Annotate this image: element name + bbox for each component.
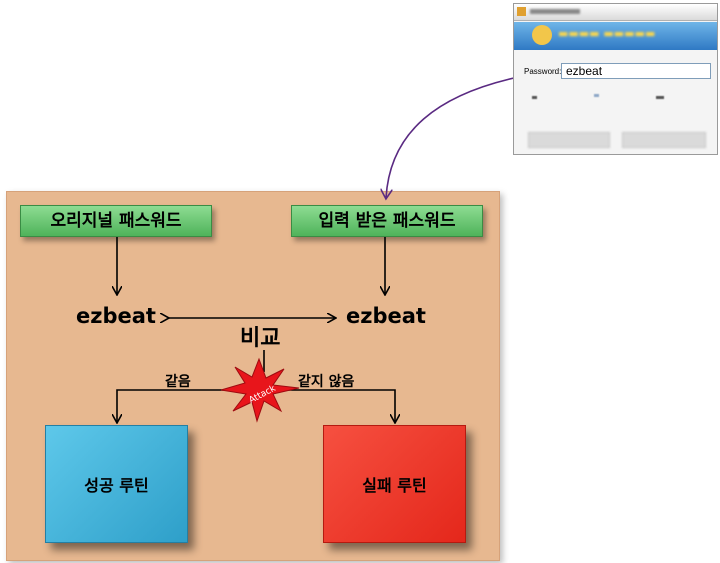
blurred-title-text: [530, 9, 580, 14]
compare-label: 비교: [240, 326, 281, 351]
blurred-banner-title: ▬▬▬▬ ▬▬▬▬▬: [558, 27, 656, 40]
different-label: 같지 않음: [298, 374, 355, 390]
blurred-option: [532, 96, 537, 99]
login-banner: ▬▬▬▬ ▬▬▬▬▬: [514, 22, 717, 50]
attack-star-icon: [220, 357, 300, 423]
password-input[interactable]: ezbeat: [561, 63, 711, 79]
login-connector-arrow: [386, 77, 515, 198]
blurred-option: [594, 94, 599, 97]
fail-branch-arrow: [264, 389, 395, 422]
success-routine-box: 성공 루틴: [45, 425, 188, 543]
password-label: Password:: [524, 67, 562, 76]
original-value: ezbeat: [76, 304, 156, 328]
same-label: 같음: [165, 374, 191, 390]
input-password-box: 입력 받은 패스워드: [291, 205, 483, 237]
original-password-box: 오리지널 패스워드: [20, 205, 212, 237]
login-titlebar: [514, 4, 717, 21]
banner-logo-icon: [532, 25, 552, 45]
fail-routine-box: 실패 루틴: [323, 425, 466, 543]
blurred-button-right[interactable]: [622, 132, 706, 148]
input-password-label: 입력 받은 패스워드: [318, 211, 456, 231]
input-value: ezbeat: [346, 304, 426, 328]
success-routine-label: 성공 루틴: [84, 476, 149, 495]
app-icon: [517, 7, 526, 16]
original-password-label: 오리지널 패스워드: [50, 211, 182, 231]
blurred-button-left[interactable]: [528, 132, 610, 148]
fail-routine-label: 실패 루틴: [362, 476, 427, 495]
login-window: ▬▬▬▬ ▬▬▬▬▬ Password: ezbeat: [513, 3, 718, 155]
success-branch-arrow: [117, 389, 264, 422]
blurred-option: [656, 96, 664, 99]
